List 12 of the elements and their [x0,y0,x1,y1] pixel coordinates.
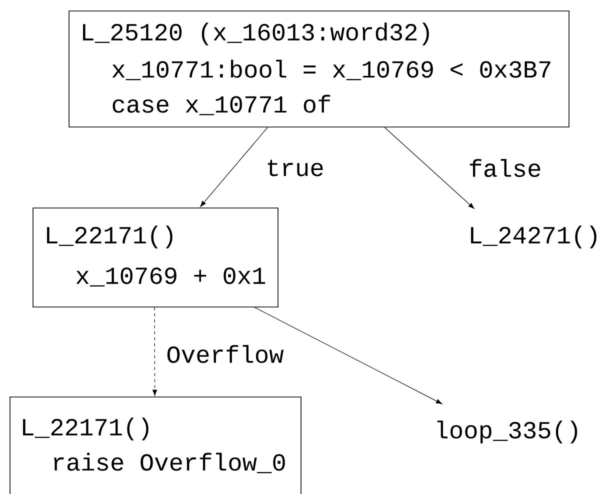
arrow [384,127,474,209]
arrow [254,307,442,404]
arrow [152,307,158,396]
code-box: L_22171() raise Overflow_0 [10,396,302,494]
arrow [200,127,268,207]
code-box: L_22171() x_10769 + 0x1 [32,208,278,308]
edge-label: true [264,158,326,178]
edge-label: false [467,158,543,178]
edge-label: Overflow [165,344,285,364]
code-box: L_25120 (x_16013:word32) x_10771:bool = x_10769 < 0x3B7 case x_10771 of [68,10,570,128]
code-label: L_24271() [471,226,596,248]
code-label: loop_335() [437,420,578,444]
